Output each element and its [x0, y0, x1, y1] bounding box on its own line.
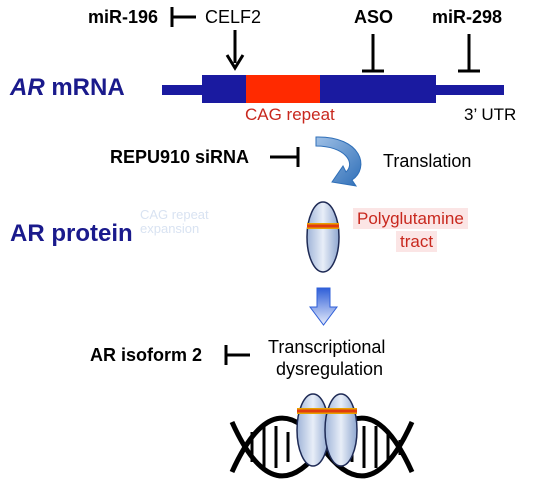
cag-repeat-block [246, 75, 320, 103]
mrna-thin-left [162, 85, 204, 95]
down-arrow [309, 287, 338, 326]
aso-inhibit [362, 34, 384, 73]
isoform2-inhibit [224, 345, 250, 365]
dysreg-label-line1: Transcriptional [268, 337, 386, 357]
polyq-label-line2: tract [396, 231, 438, 252]
mrna-utr [434, 85, 504, 95]
bound-protein-left [296, 393, 330, 467]
mir298-inhibit [458, 34, 480, 73]
aso-label: ASO [354, 7, 394, 27]
protein-oval [306, 201, 340, 273]
mrna-label: AR mRNA [10, 76, 125, 100]
faded-cag-label: CAG repeat expansion [140, 207, 209, 237]
sirna-label: REPU910 siRNA [110, 147, 250, 167]
polyq-label-line1: Polyglutamine [353, 208, 468, 229]
mir196-label: miR-196 [88, 7, 159, 27]
bound-protein-right [324, 393, 358, 467]
cag-repeat-label: CAG repeat [245, 105, 335, 124]
translation-curved-arrow [315, 136, 362, 187]
translation-label: Translation [383, 151, 472, 171]
isoform2-label: AR isoform 2 [90, 345, 203, 365]
mir298-label: miR-298 [432, 7, 503, 27]
ar-protein-label: AR protein [10, 220, 133, 247]
mrna-bar [162, 75, 504, 103]
utr-label: 3’ UTR [464, 105, 517, 124]
mrna-label-suffix: mRNA [44, 74, 125, 101]
dysreg-label-line2: dysregulation [276, 359, 384, 379]
celf2-label: CELF2 [205, 7, 262, 27]
mir196-inhibit [170, 7, 196, 27]
celf2-arrow [225, 30, 245, 71]
mrna-label-gene: AR [10, 74, 45, 101]
sirna-inhibit [270, 147, 300, 167]
